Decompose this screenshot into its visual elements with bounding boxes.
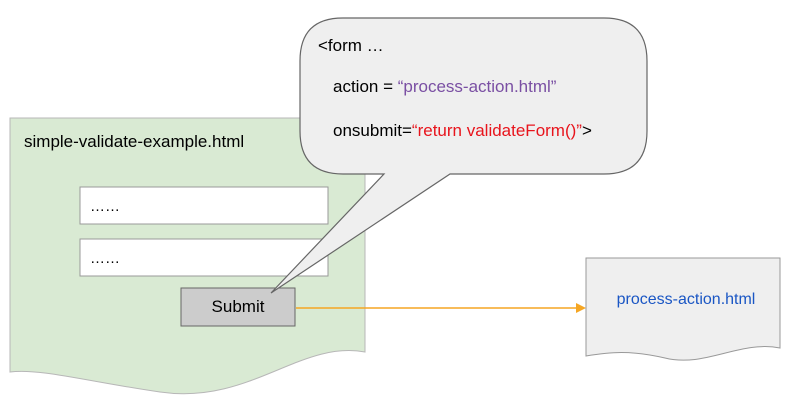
callout-bubble — [270, 17, 648, 294]
input-field-2[interactable] — [79, 238, 329, 277]
submit-button-shape[interactable] — [180, 287, 296, 327]
callout-onsubmit-line: onsubmit=“return validateForm()”> — [333, 121, 592, 141]
input-field-1[interactable] — [79, 186, 329, 225]
source-document-title: simple-validate-example.html — [24, 132, 245, 151]
target-document-title: process-action.html — [616, 291, 756, 308]
callout-action-line: action = “process-action.html” — [333, 77, 556, 97]
callout-action-key: action = — [333, 77, 398, 96]
callout-action-value: “process-action.html” — [397, 77, 557, 96]
input-field-1-text: …… — [90, 198, 120, 215]
callout-form-tag: <form … — [318, 36, 384, 55]
submit-arrow-head — [576, 303, 586, 313]
submit-button-label[interactable]: Submit — [211, 297, 265, 316]
target-document-shape — [585, 257, 781, 361]
input-field-2-text: …… — [90, 250, 120, 267]
callout-onsubmit-key: onsubmit= — [333, 121, 412, 140]
callout-onsubmit-value: “return validateForm()” — [411, 121, 582, 140]
callout-onsubmit-end: > — [581, 121, 592, 140]
